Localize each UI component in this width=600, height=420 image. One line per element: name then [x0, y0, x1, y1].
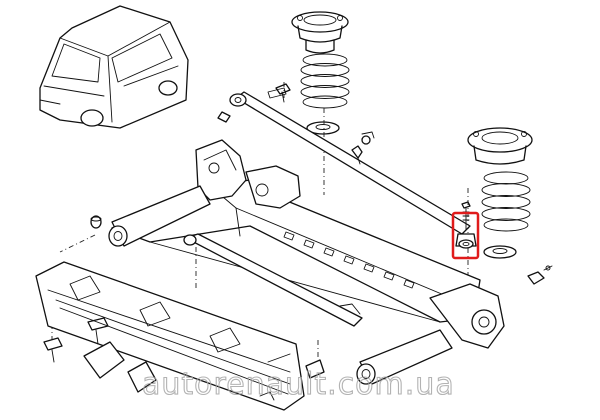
- lateral-link: [183, 233, 363, 327]
- coil-spring-right: [481, 171, 531, 259]
- underbody-panel: [35, 261, 305, 411]
- axle-slots: [283, 231, 415, 289]
- bushing-left: [90, 215, 102, 229]
- coil-spring-left: [300, 53, 350, 135]
- highlight-box: [451, 211, 480, 260]
- panhard-rod: [217, 87, 471, 235]
- right-trailing-arm: [356, 283, 505, 385]
- left-trailing-arm: [108, 139, 301, 247]
- top-mount-right: [467, 127, 533, 165]
- bolt-small-mid: [351, 131, 375, 165]
- lower-bolts: [43, 317, 325, 401]
- mounting-bolt-bushing[interactable]: [451, 201, 480, 260]
- bolt-right-side: [527, 265, 553, 285]
- top-mount-left: [291, 11, 349, 54]
- bolt-top-center: [275, 83, 291, 103]
- watermark-text: autorenault.com.ua: [142, 367, 455, 402]
- van-illustration: [39, 5, 189, 129]
